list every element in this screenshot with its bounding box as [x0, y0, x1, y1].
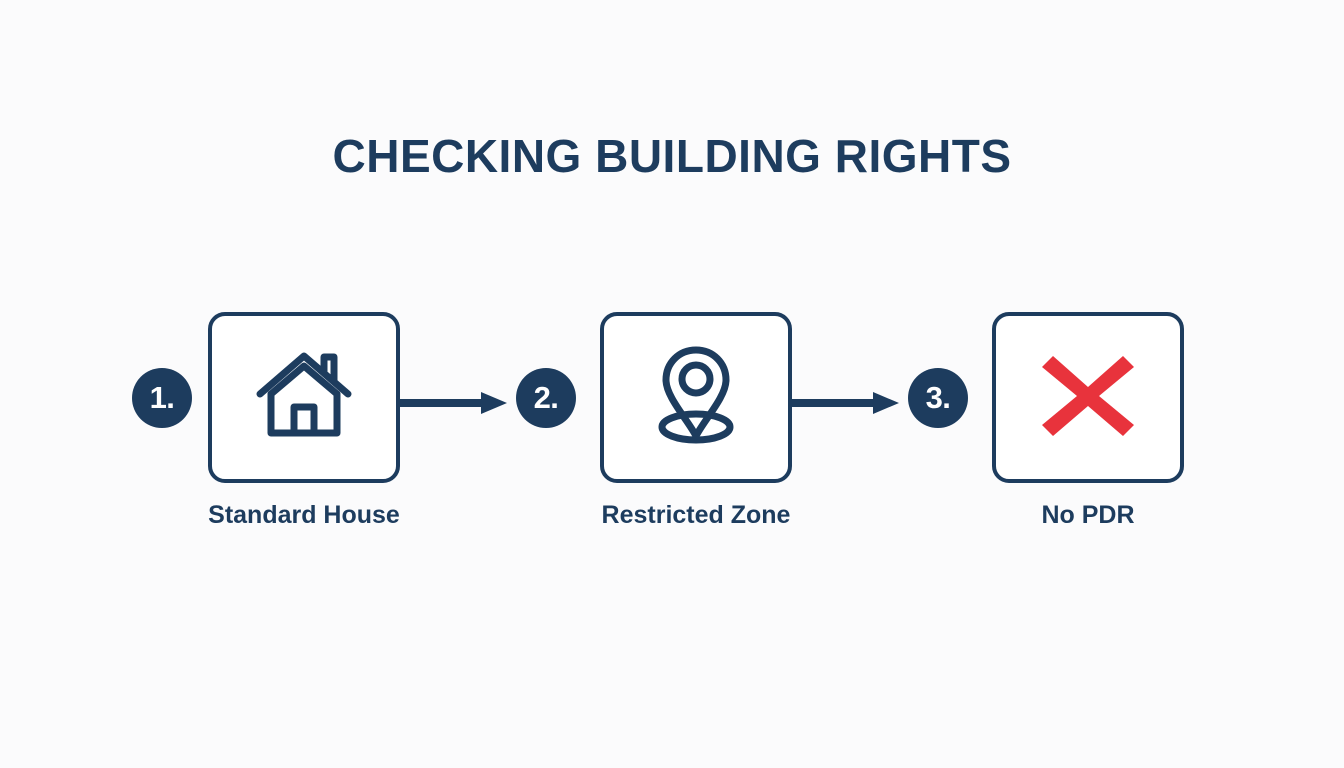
step-3-number: 3. [925, 379, 951, 415]
red-cross-icon [1042, 350, 1134, 445]
arrow-right-icon-2 [791, 392, 899, 414]
process-flow: Standard House Restricted Zone [0, 312, 1344, 562]
step-2-number-badge: 2. [516, 368, 576, 428]
step-3-card[interactable] [992, 312, 1184, 483]
step-3-label: No PDR [1041, 501, 1135, 529]
step-3-number-badge: 3. [908, 368, 968, 428]
house-icon [254, 347, 354, 448]
step-1-number-badge: 1. [132, 368, 192, 428]
step-1-label: Standard House [208, 501, 400, 529]
step-1-card[interactable] [208, 312, 400, 483]
flow-step-1[interactable]: Standard House [208, 312, 400, 552]
arrow-right-icon-1 [399, 392, 507, 414]
step-2-number: 2. [533, 379, 559, 415]
step-2-card[interactable] [600, 312, 792, 483]
flow-step-3[interactable]: No PDR [992, 312, 1184, 552]
flow-step-2[interactable]: Restricted Zone [600, 312, 792, 552]
map-pin-icon [648, 344, 744, 451]
page-title: CHECKING BUILDING RIGHTS [332, 130, 1012, 182]
step-2-label: Restricted Zone [601, 501, 791, 529]
step-1-number: 1. [149, 379, 175, 415]
